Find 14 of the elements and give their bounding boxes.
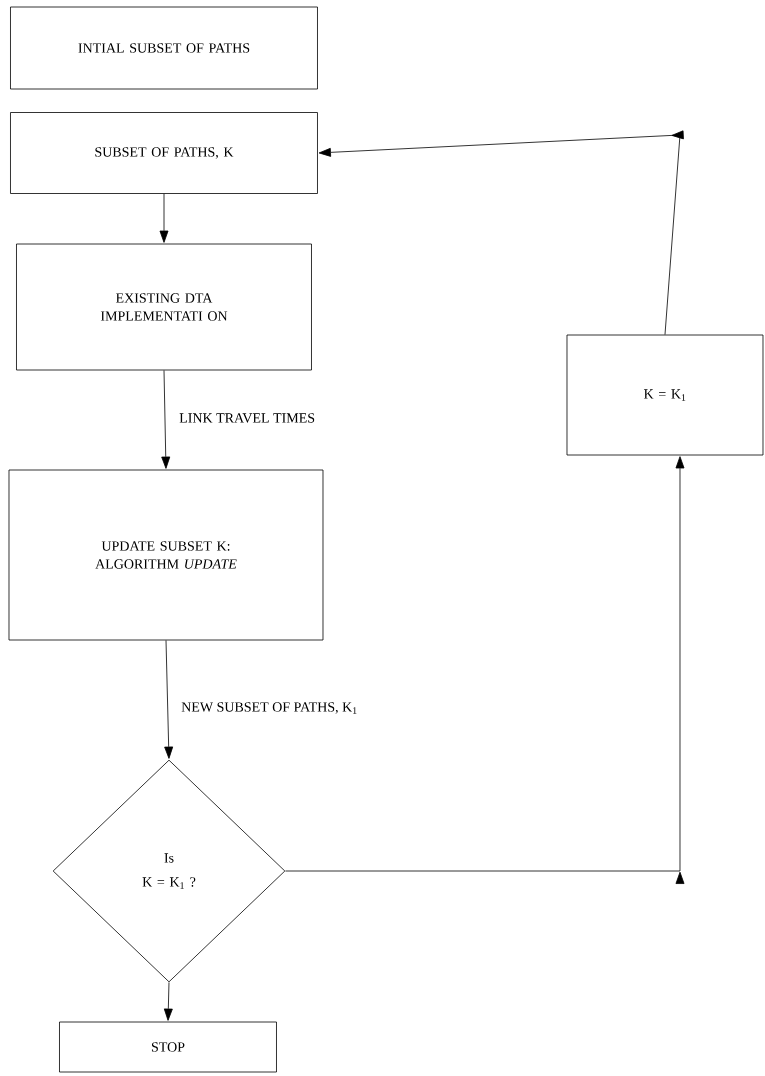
arrow (159, 193, 169, 243)
process-box: STOP (59, 1021, 277, 1073)
process-box: SUBSET OF PATHS, K (10, 112, 318, 194)
edge-label: NEW SUBSET OF PATHS, K$_{1}$ (180, 701, 359, 715)
arrow (318, 130, 684, 335)
process-box: UPDATE SUBSET K: ALGORITHM UPDATE (8, 469, 324, 641)
arrow (161, 370, 171, 469)
process-box: K = K$_{1}$ (566, 334, 764, 456)
arrow (163, 982, 173, 1021)
edge-label: LINK TRAVEL TIMES (178, 412, 317, 424)
process-box: INTIAL SUBSET OF PATHS (10, 6, 318, 90)
arrow (285, 456, 685, 884)
arrow (164, 640, 174, 759)
process-box: EXISTING DTA IMPLEMENTATI ON (16, 243, 312, 371)
